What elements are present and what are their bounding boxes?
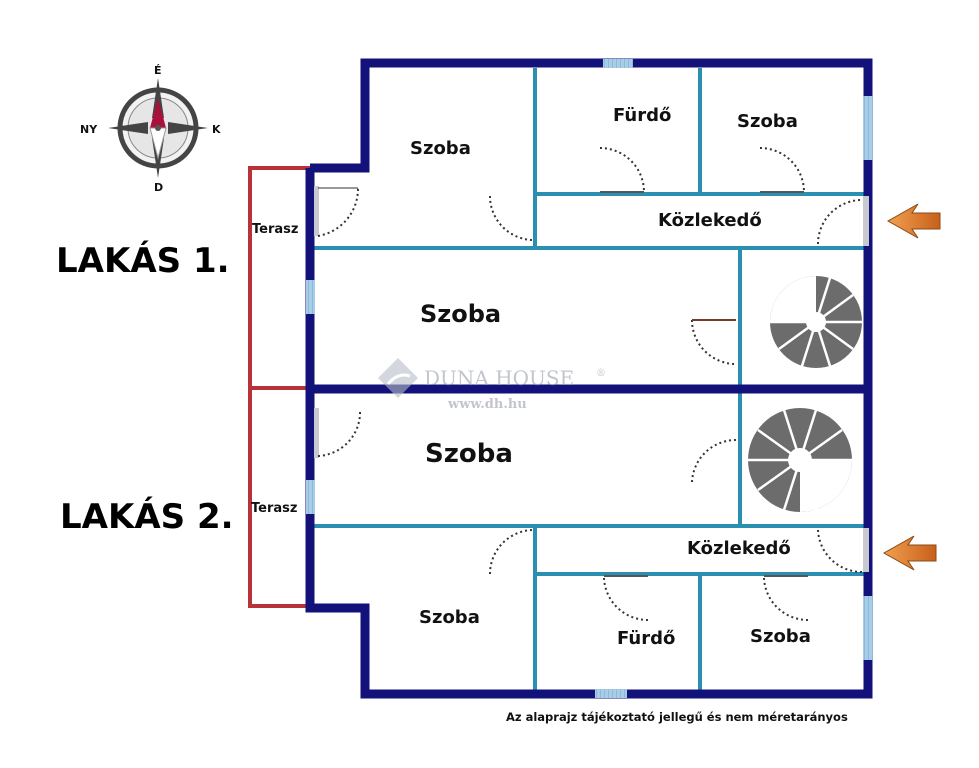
room-label-a1-top-right: Szoba — [737, 111, 798, 132]
watermark-logo-icon — [378, 358, 418, 398]
spiral-stair-2 — [748, 408, 852, 512]
inner-walls — [312, 68, 866, 692]
room-label-a1-large: Szoba — [420, 300, 501, 328]
room-label-a2-large: Szoba — [425, 439, 513, 469]
windows — [306, 59, 873, 698]
room-label-a2-bathroom: Fürdő — [617, 628, 675, 649]
watermark-url: www.dh.hu — [447, 397, 527, 412]
compass-east-label: K — [212, 123, 221, 136]
terrace-outline — [248, 166, 310, 608]
disclaimer-text: Az alaprajz tájékoztató jellegű és nem m… — [506, 710, 848, 724]
room-label-a2-terrace: Terasz — [251, 501, 297, 516]
watermark-brand: DUNA HOUSE — [424, 366, 574, 390]
watermark: DUNA HOUSE ® www.dh.hu — [378, 358, 606, 412]
room-label-a1-terrace: Terasz — [252, 222, 298, 237]
doors — [317, 147, 863, 622]
watermark-mark: ® — [596, 368, 606, 379]
room-label-a1-bathroom: Fürdő — [613, 105, 671, 126]
apartment-2-title: LAKÁS 2. — [60, 496, 234, 537]
compass-north-label: É — [154, 64, 162, 77]
compass-west-label: NY — [80, 123, 98, 136]
entrance-arrow-2 — [882, 535, 937, 571]
compass-needle-north — [150, 98, 166, 128]
room-label-a2-corridor: Közlekedő — [687, 538, 791, 559]
room-label-a1-top-left: Szoba — [410, 138, 471, 159]
door-leaves — [600, 191, 808, 577]
room-label-a2-bottom-left: Szoba — [419, 607, 480, 628]
spiral-stair-1 — [770, 276, 862, 368]
room-label-a1-corridor: Közlekedő — [658, 210, 762, 231]
compass — [108, 78, 208, 178]
entrance-arrow-1 — [886, 203, 941, 239]
room-label-a2-bottom-right: Szoba — [750, 626, 811, 647]
compass-south-label: D — [154, 181, 163, 194]
apartment-1-title: LAKÁS 1. — [56, 240, 230, 281]
